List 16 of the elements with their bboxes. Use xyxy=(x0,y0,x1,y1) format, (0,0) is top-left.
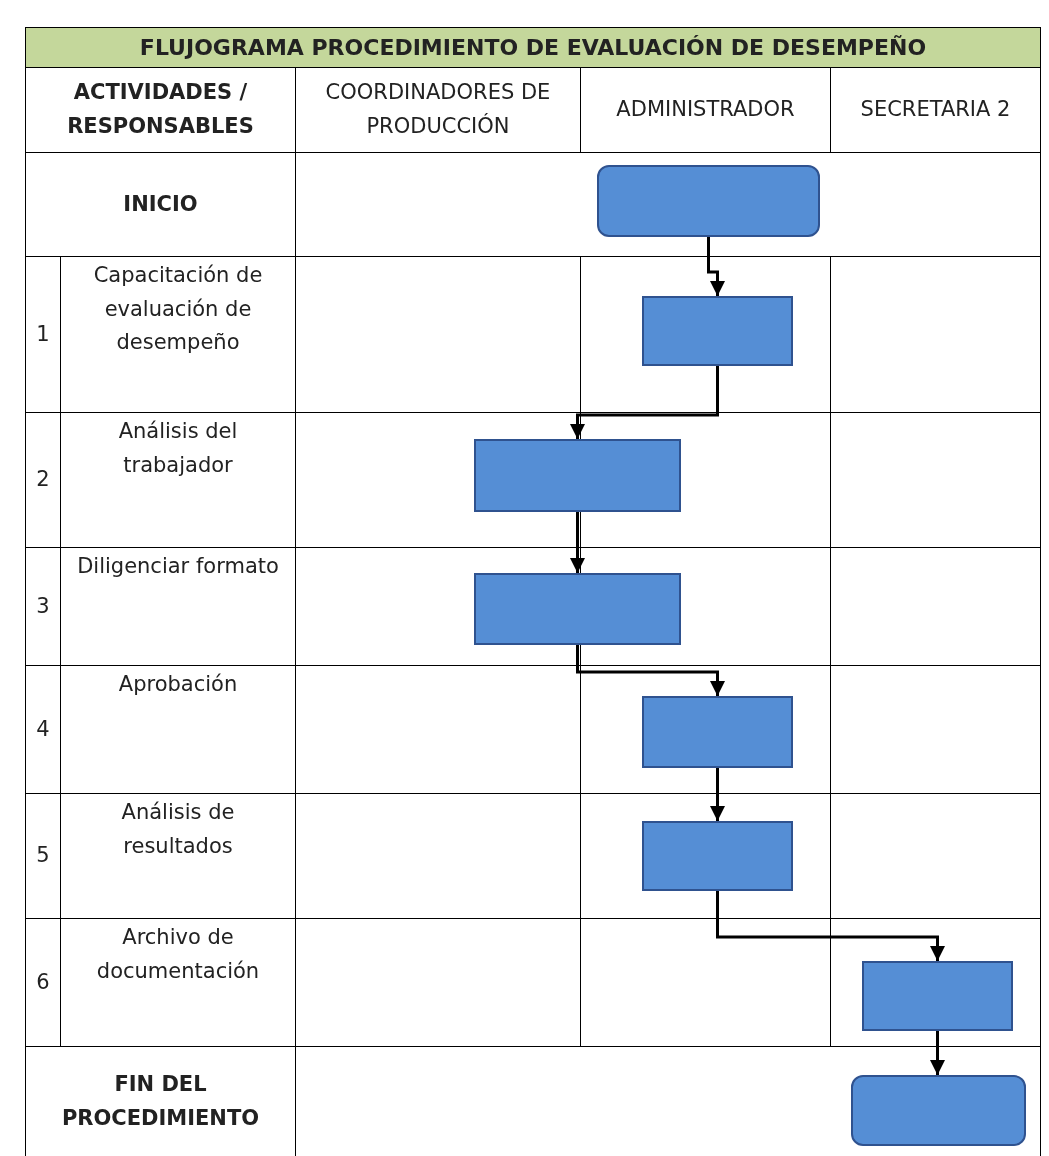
arrow xyxy=(930,1031,945,1075)
arrow xyxy=(576,645,725,696)
process-box xyxy=(474,573,681,645)
process-box xyxy=(474,439,681,512)
end-terminal xyxy=(851,1075,1026,1146)
process-box xyxy=(642,296,793,366)
arrow xyxy=(710,768,725,821)
arrow xyxy=(570,366,719,439)
process-box xyxy=(862,961,1013,1031)
arrow xyxy=(570,512,585,573)
arrow xyxy=(716,891,945,961)
title-bar: FLUJOGRAMA PROCEDIMIENTO DE EVALUACIÓN DE DESEMPEÑO xyxy=(25,27,1041,68)
start-terminal xyxy=(597,165,820,237)
arrow xyxy=(707,237,725,296)
process-box xyxy=(642,696,793,768)
process-box xyxy=(642,821,793,891)
